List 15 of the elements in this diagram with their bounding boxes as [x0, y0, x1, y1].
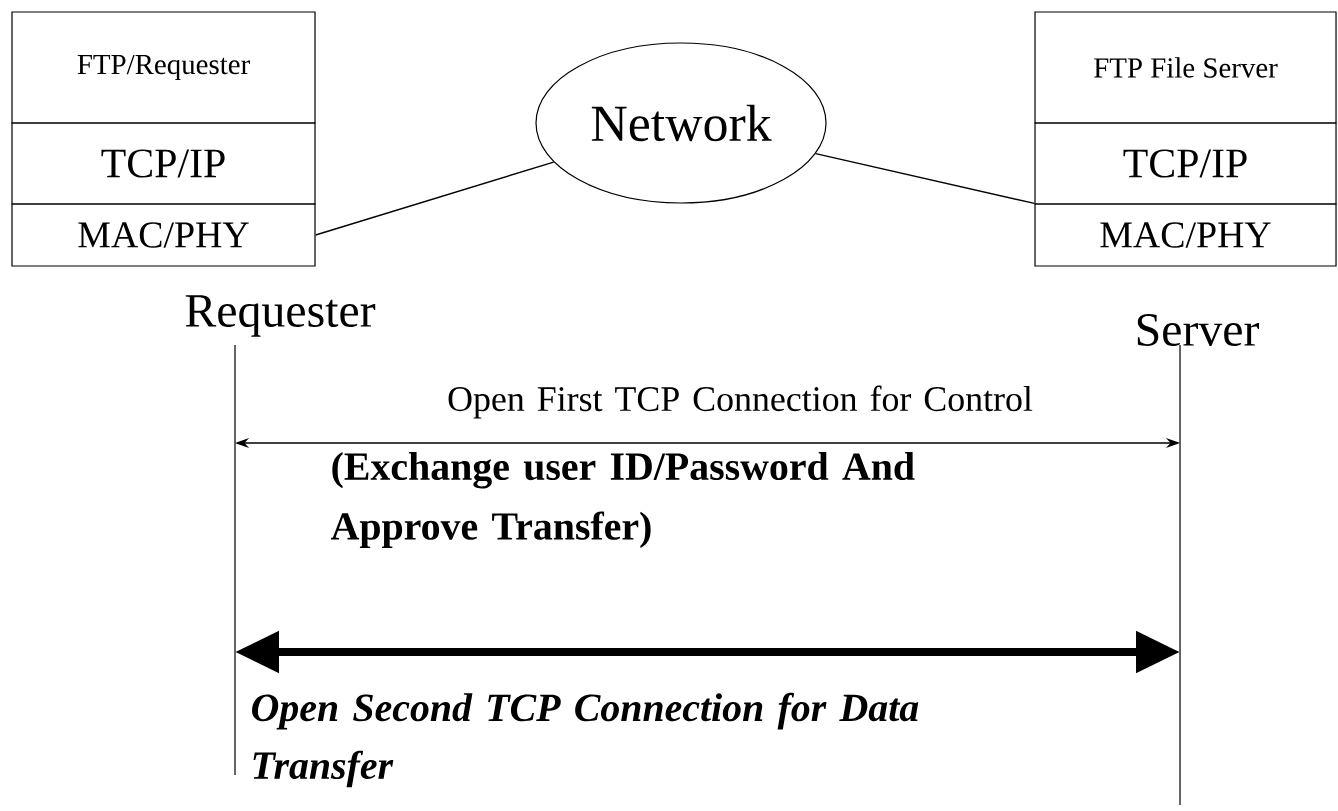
connection-line [814, 152, 1036, 205]
stack-cell: TCP/IP [11, 122, 316, 205]
note-text: (Exchange user ID/Password And Approve Transfer) [331, 452, 915, 548]
participant-label: Server [1137, 313, 1259, 347]
lifeline [1179, 344, 1181, 806]
stack-cell: FTP/Requester [11, 11, 316, 124]
edge-label: Open First TCP Connection for Control [448, 385, 1033, 419]
stack-cell: MAC/PHY [11, 203, 316, 267]
edge-label: Open Second TCP Connection for Data Transfer [252, 692, 919, 788]
stack-cell: MAC/PHY [1034, 203, 1337, 267]
lifeline [234, 344, 236, 776]
connection-line [314, 161, 555, 236]
stack-cell: FTP File Server [1034, 11, 1337, 124]
participant-label: Requester [185, 295, 376, 337]
stack-cell: TCP/IP [1034, 122, 1337, 205]
